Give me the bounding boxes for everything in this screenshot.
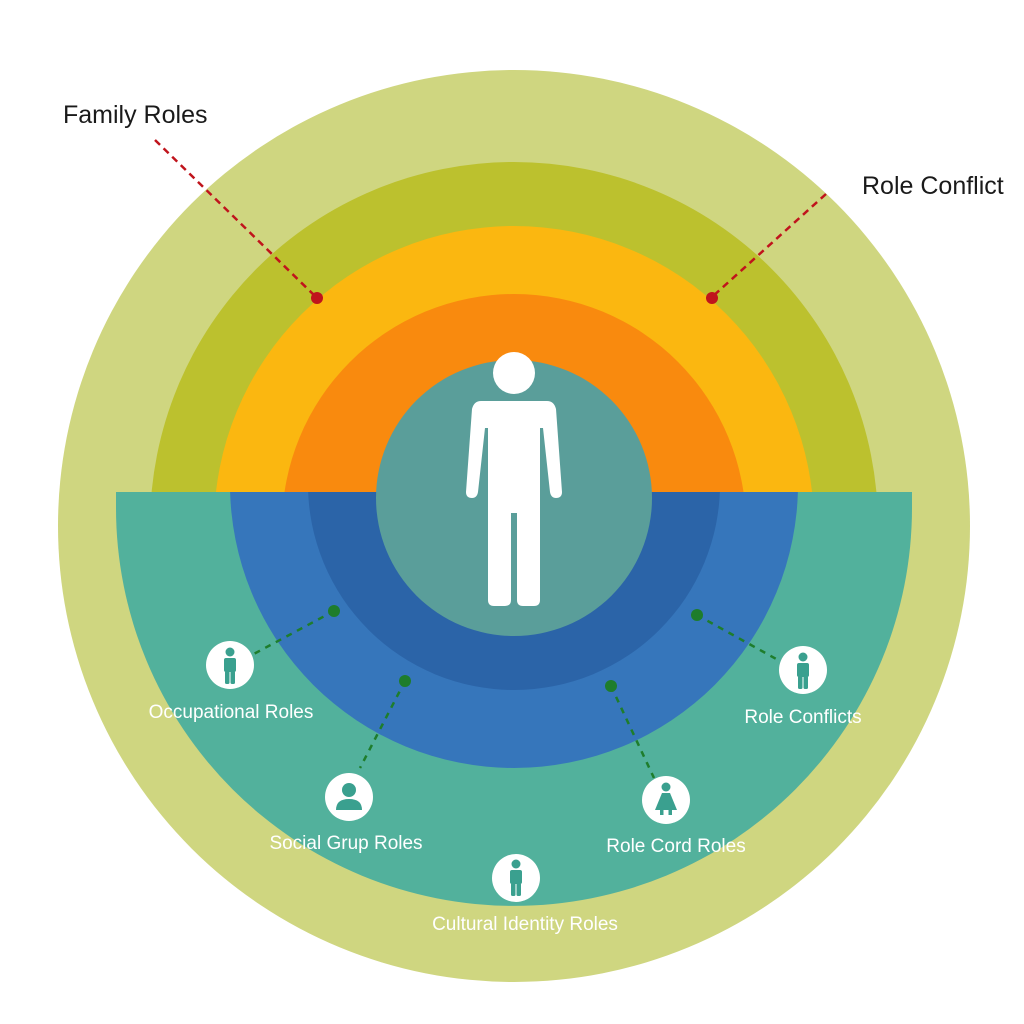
family-roles-connector bbox=[154, 139, 323, 304]
occupational-connector bbox=[249, 609, 335, 658]
person-dress-icon bbox=[655, 782, 677, 815]
cultural-identity-roles-badge bbox=[492, 854, 540, 902]
green-connectors bbox=[249, 609, 779, 779]
occupational-roles-label: Occupational Roles bbox=[149, 702, 314, 723]
role-conflict-connector bbox=[706, 193, 827, 304]
family-roles-label: Family Roles bbox=[63, 101, 207, 129]
role-conflict-label: Role Conflict bbox=[862, 172, 1004, 200]
role-cord-roles-badge bbox=[642, 776, 690, 824]
social-group-roles-label: Social Grup Roles bbox=[269, 833, 422, 854]
role-cord-connector bbox=[609, 685, 656, 779]
person-icon bbox=[797, 652, 809, 689]
occupational-roles-badge bbox=[206, 641, 254, 689]
social-group-connector bbox=[358, 680, 407, 769]
green-connector-dots bbox=[328, 605, 703, 692]
role-conflicts-label: Role Conflicts bbox=[744, 707, 861, 728]
user-bust-icon bbox=[336, 783, 362, 810]
cultural-identity-roles-label: Cultural Identity Roles bbox=[432, 914, 618, 935]
person-icon bbox=[466, 352, 562, 606]
role-cord-roles-label: Role Cord Roles bbox=[606, 836, 745, 857]
person-icon bbox=[510, 859, 522, 896]
role-conflicts-badge bbox=[779, 646, 827, 694]
person-icon bbox=[224, 647, 236, 684]
social-group-roles-badge bbox=[325, 773, 373, 821]
role-conflicts-connector bbox=[696, 613, 779, 662]
